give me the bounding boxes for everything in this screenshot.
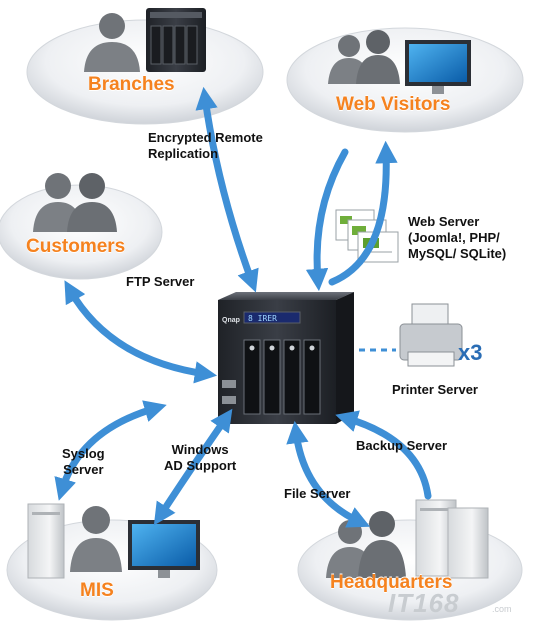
- web-server-line-3: MySQL/ SQLite): [408, 246, 507, 261]
- headquarters-users-icon: [326, 511, 406, 578]
- syslog-line-1: Syslog: [62, 446, 105, 461]
- replication-line-1: Encrypted Remote: [148, 130, 263, 145]
- file-server-label: File Server: [284, 486, 351, 501]
- replication-label: Encrypted Remote Replication: [148, 130, 263, 162]
- arrow-web-visitors-down: [305, 148, 349, 292]
- mis-tower-icon: [27, 503, 65, 579]
- ftp-server-label: FTP Server: [126, 274, 195, 289]
- web-server-label: Web Server (Joomla!, PHP/ MySQL/ SQLite): [408, 214, 506, 262]
- arrow-ftp: [64, 280, 218, 384]
- watermark-suffix: .com: [492, 604, 512, 614]
- arrow-backup: [335, 410, 432, 500]
- central-nas-icon: 8 IRER Qnap: [218, 292, 354, 424]
- syslog-server-label: Syslog Server: [62, 446, 105, 478]
- headquarters-label: Headquarters: [330, 572, 453, 593]
- mis-label: MIS: [80, 580, 114, 601]
- arrow-web-visitors-up: [328, 140, 398, 286]
- windows-line-2: AD Support: [164, 458, 237, 473]
- branches-platform: [26, 19, 264, 125]
- watermark: IT168: [388, 588, 460, 618]
- backup-server-label: Backup Server: [356, 438, 448, 453]
- printer-server-label: Printer Server: [392, 382, 478, 397]
- mis-user-icon: [70, 506, 122, 572]
- arrow-windows-ad: [153, 408, 233, 526]
- branches-user-icon: [84, 13, 140, 72]
- customers-label: Customers: [26, 236, 126, 257]
- arrow-file-server: [286, 420, 371, 528]
- syslog-line-2: Server: [63, 462, 104, 477]
- web-visitors-users-icon: [328, 30, 400, 84]
- headquarters-tower-icon: [415, 499, 489, 579]
- arrow-syslog: [54, 400, 167, 501]
- arrow-replication: [195, 86, 259, 293]
- nas-display: 8 IRER: [248, 314, 277, 323]
- printer-icon: [399, 303, 463, 367]
- web-server-line-1: Web Server: [408, 214, 480, 229]
- web-server-line-2: (Joomla!, PHP/: [408, 230, 500, 245]
- mis-monitor-icon: [128, 520, 200, 578]
- web-visitors-label: Web Visitors: [336, 94, 451, 115]
- nas-brand: Qnap: [222, 317, 240, 324]
- web-visitors-monitor-icon: [405, 40, 471, 94]
- branches-label: Branches: [88, 74, 175, 95]
- branches-nas-icon: [146, 8, 206, 72]
- customers-users-icon: [33, 173, 117, 232]
- printer-count: x3: [458, 340, 483, 365]
- windows-ad-label: Windows AD Support: [164, 442, 236, 474]
- replication-line-2: Replication: [148, 146, 219, 161]
- windows-line-1: Windows: [171, 442, 229, 457]
